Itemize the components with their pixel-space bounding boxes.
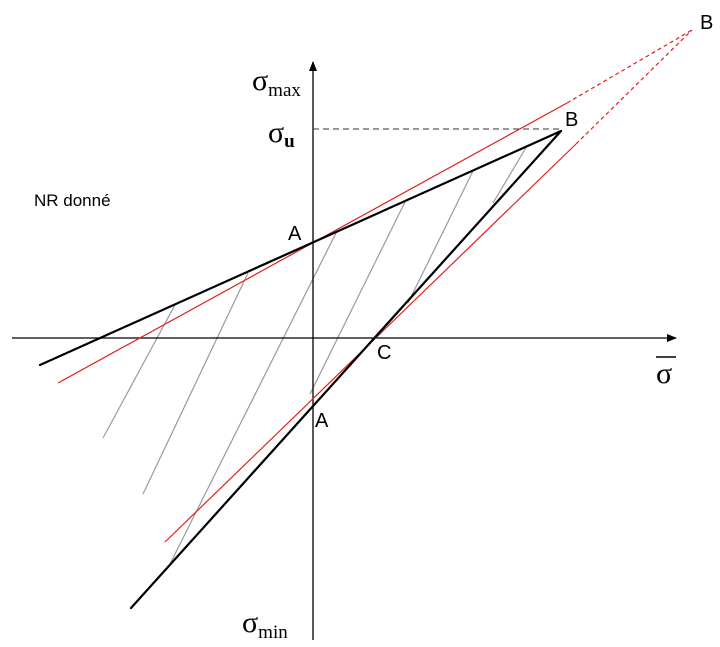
sigma-u-label: σu xyxy=(268,116,295,152)
axis-labels: σmax σmin σu σ xyxy=(242,64,676,643)
label-b: B xyxy=(565,109,578,131)
upper-limit-line xyxy=(38,129,563,367)
sigma-min-label: σmin xyxy=(242,606,288,643)
sigma-max-label: σmax xyxy=(252,64,301,101)
hatch-line xyxy=(309,201,406,395)
label-c: C xyxy=(377,342,391,364)
sigma-min-symbol: σ xyxy=(242,606,258,639)
red-lower-dashed xyxy=(575,29,693,145)
axes xyxy=(12,61,677,640)
label-b-far: B xyxy=(700,12,713,34)
sigma-mean-label: σ xyxy=(656,357,672,390)
sigma-u-sub: u xyxy=(284,131,295,152)
hatch-line xyxy=(492,145,528,204)
hatch-line xyxy=(102,302,177,439)
point-labels: A A B B C xyxy=(288,12,713,432)
sigma-max-symbol: σ xyxy=(252,64,268,97)
label-a-upper: A xyxy=(288,223,302,245)
hatch-line xyxy=(407,170,474,304)
sigma-u-symbol: σ xyxy=(268,116,284,149)
note-nr-donne: NR donné xyxy=(34,191,111,210)
red-lines xyxy=(57,29,693,543)
black-lines xyxy=(38,129,563,610)
hatch-lines xyxy=(102,145,528,569)
hatch-line xyxy=(142,272,249,495)
sigma-min-sub: min xyxy=(258,622,288,643)
sigma-max-sub: max xyxy=(268,80,301,101)
lower-limit-line xyxy=(129,129,563,610)
label-a-lower: A xyxy=(315,410,329,432)
red-upper-dashed xyxy=(566,29,693,104)
